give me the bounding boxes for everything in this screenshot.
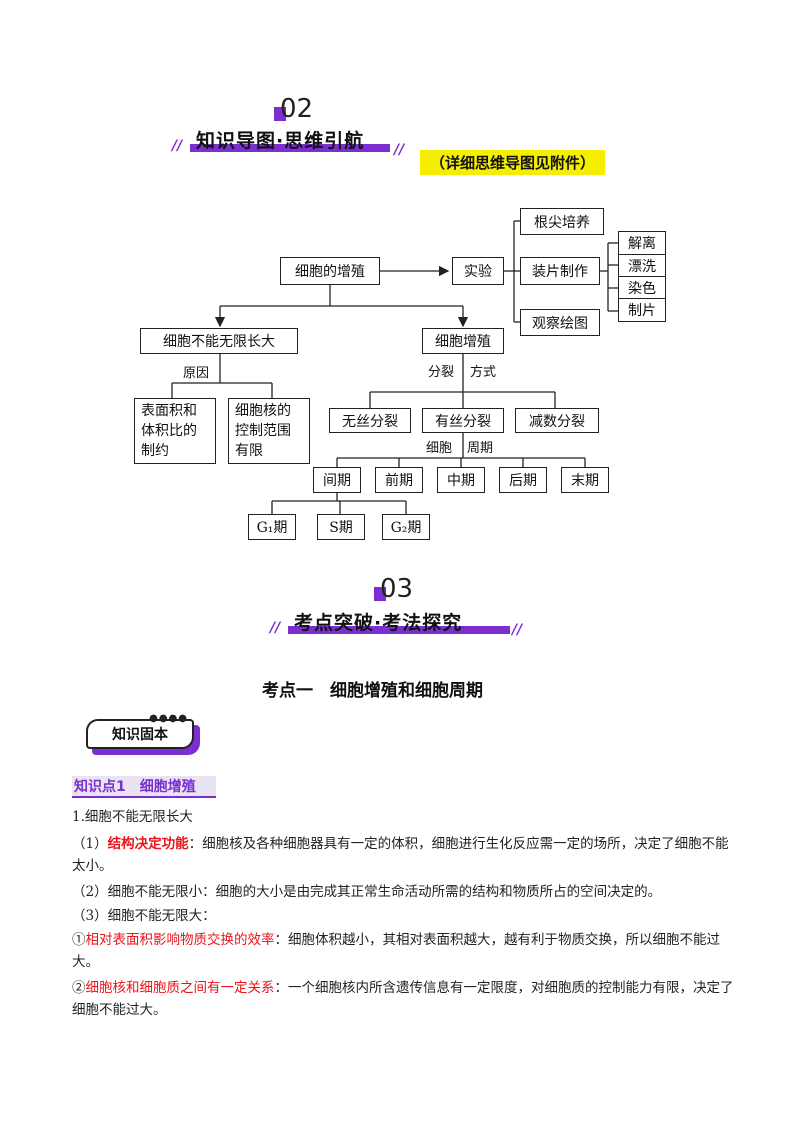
method-mitosis: 有丝分裂 [422,408,504,433]
slide-step-rinsing: 漂洗 [618,254,666,277]
phase-metaphase: 中期 [437,467,485,493]
section-number: 02 [274,94,313,124]
mindmap-right-branch: 细胞增殖 [422,328,504,354]
slash-decoration-left: // [172,138,183,154]
badge-dots: ●●●● [149,713,188,724]
method-amitosis: 无丝分裂 [329,408,411,433]
exp-item-slide-making: 装片制作 [520,257,600,285]
phase-interphase: 间期 [313,467,361,493]
way-label: 方式 [470,365,497,380]
reason-nucleus-control: 细胞核的控制范围有限 [228,398,310,464]
mindmap-root: 细胞的增殖 [280,257,380,285]
slide-step-dissociation: 解离 [618,231,666,255]
paragraph-1: 1.细胞不能无限长大 [72,809,193,825]
section-marker [274,107,286,121]
section-underline-2 [288,626,510,634]
paragraph-5: ①相对表面积影响物质交换的效率：细胞体积越小，其相对表面积越大，越有利于物质交换… [72,932,720,970]
reason-surface-volume: 表面积和体积比的制约 [134,398,216,464]
knowledge-point-heading: 知识点1 细胞增殖 [72,776,216,798]
subphase-g2: G₂期 [382,514,430,540]
mindmap-left-branch: 细胞不能无限长大 [140,328,298,354]
subphase-s: S期 [317,514,365,540]
slash-decoration-right-2: // [512,622,523,638]
split-label: 分裂 [428,365,455,380]
topic-title: 考点一 细胞增殖和细胞周期 [262,681,483,701]
paragraph-6: ②细胞核和细胞质之间有一定关系：一个细胞核内所含遗传信息有一定限度，对细胞质的控… [72,980,734,1018]
section-number-2: 03 [374,574,413,604]
phase-prophase: 前期 [375,467,423,493]
highlight-nucleus-cytoplasm: 细胞核和细胞质之间有一定关系 [85,980,275,996]
exp-item-observe-draw: 观察绘图 [520,309,600,336]
section-title: 知识导图·思维引航 [196,130,365,152]
phase-anaphase: 后期 [499,467,547,493]
mindmap-connectors [171,220,618,514]
slash-decoration-right: // [394,142,405,158]
knowledge-badge: 知识固本 ●●●● [86,713,202,755]
cycle-label: 周期 [467,441,494,456]
paragraph-3: （2）细胞不能无限小：细胞的大小是由完成其正常生命活动所需的结构和物质所占的空间… [72,884,662,900]
phase-telophase: 末期 [561,467,609,493]
method-meiosis: 减数分裂 [515,408,599,433]
subphase-g1: G₁期 [248,514,296,540]
slash-decoration-left-2: // [270,620,281,636]
highlight-structure-function: 结构决定功能 [107,836,189,852]
mindmap-experiment: 实验 [452,257,504,285]
paragraph-4: （3）细胞不能无限大： [72,908,216,924]
cell-label: 细胞 [426,441,453,456]
section-marker-2 [374,587,386,601]
slide-step-mounting: 制片 [618,298,666,322]
slide-step-staining: 染色 [618,276,666,299]
paragraph-2: （1）结构决定功能：细胞核及各种细胞器具有一定的体积，细胞进行生化反应需一定的场… [72,836,729,874]
section-underline [190,144,390,152]
attachment-note: （详细思维导图见附件） [420,150,606,175]
reason-label: 原因 [183,366,210,381]
highlight-surface-ratio: 相对表面积影响物质交换的效率 [85,932,275,948]
section-title-2: 考点突破·考法探究 [294,612,463,634]
exp-item-root-culture: 根尖培养 [520,208,604,235]
